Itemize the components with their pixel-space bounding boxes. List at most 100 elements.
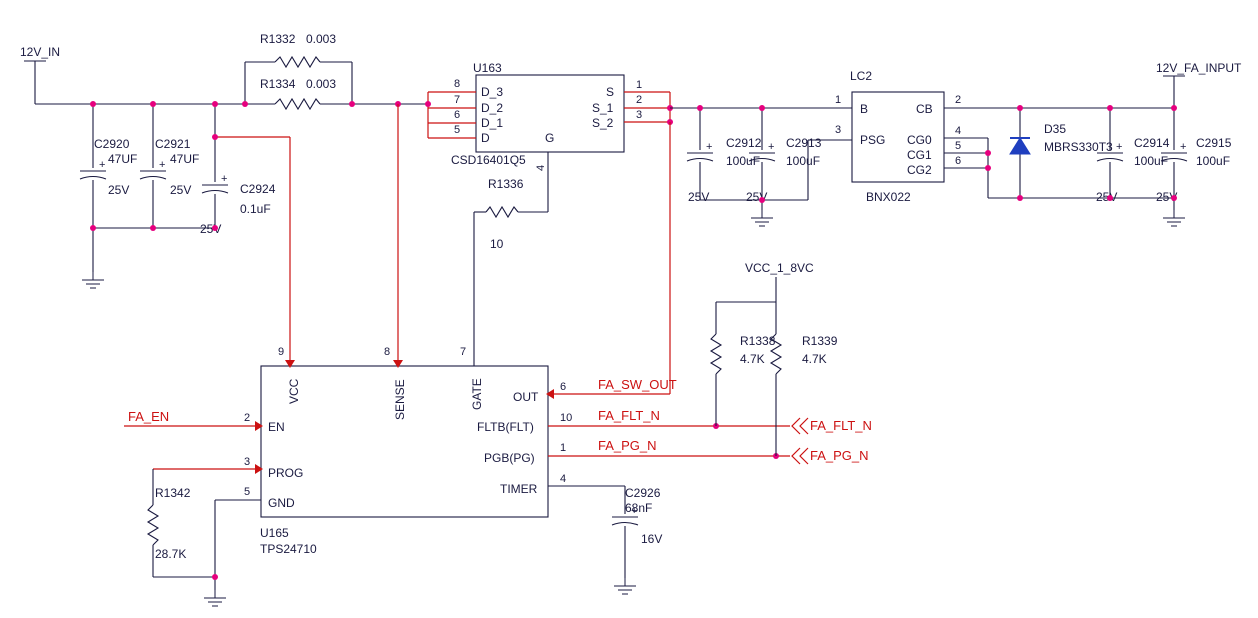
u163-pin5-num: 5: [454, 124, 460, 136]
u165-pin4-num: 4: [560, 473, 566, 485]
c2921-value: 47UF: [170, 152, 199, 166]
c2914-voltage: 25V: [1096, 190, 1117, 204]
c2913-value: 100uF: [786, 154, 820, 168]
u165-pin-en: EN: [268, 420, 285, 434]
u165-pin10-num: 10: [560, 412, 572, 424]
r1336-gate-resistor: R1336 10: [473, 152, 549, 366]
u165-ref: U165: [260, 526, 289, 540]
u165-pin9-num: 9: [278, 346, 284, 358]
lc2-filter: LC2 BNX022 1 3 B PSG 2 CB 4 CG0 5 CG1 6 …: [835, 69, 991, 204]
c2920-value: 47UF: [108, 152, 137, 166]
r1332-ref: R1332: [260, 32, 296, 46]
c2924-voltage: 25V: [200, 222, 221, 236]
port-fa-pg-n: FA_PG_N: [810, 448, 869, 463]
r1338-value: 4.7K: [740, 352, 765, 366]
c2915-voltage: 25V: [1156, 190, 1177, 204]
c2926-voltage: 16V: [641, 532, 662, 546]
c2926-timer-cap: C2926 68nF 16V: [611, 486, 662, 595]
lc2-pin-cb: CB: [916, 102, 933, 116]
u165-pin-pgb: PGB(PG): [484, 451, 535, 465]
lc2-pin2-num: 2: [955, 94, 961, 106]
r1332-value: 0.003: [306, 32, 336, 46]
lc2-pin-cg0: CG0: [907, 133, 932, 147]
u163-pin7-name: D_2: [481, 101, 503, 115]
lc2-pin1-num: 1: [835, 94, 841, 106]
u165-pin-fltb: FLTB(FLT): [477, 420, 534, 434]
pullup-resistors: VCC_1_8VC R1338 4.7K R1339 4.7K: [709, 261, 838, 456]
u163-gate-name: G: [545, 131, 554, 145]
u165-pin6-num: 6: [560, 381, 566, 393]
c2920-ref: C2920: [94, 137, 130, 151]
net-label-12v-in: 12V_IN: [20, 45, 60, 59]
u163-pin8-num: 8: [454, 78, 460, 90]
input-capacitors: C2920 47UF 25V C2921 47UF 25V C2924 0.1u…: [79, 101, 355, 289]
shunt-resistors: R1332 0.003 R1334 0.003: [244, 32, 428, 111]
c2921-ref: C2921: [155, 137, 191, 151]
net-label-fa-en: FA_EN: [128, 409, 169, 424]
u165-pin-vcc: VCC: [287, 378, 301, 404]
net-12v-in: 12V_IN: [20, 45, 245, 105]
u165-pin2-num: 2: [244, 412, 250, 424]
u163-pin6-num: 6: [454, 109, 460, 121]
d35-ref: D35: [1044, 122, 1066, 136]
u165-pin-sense: SENSE: [393, 379, 407, 420]
lc2-pin6-num: 6: [955, 155, 961, 167]
net-label-vcc-1-8vc: VCC_1_8VC: [745, 261, 814, 275]
u163-pin2-num: 2: [636, 94, 642, 106]
r1342-prog-resistor: R1342 28.7K: [146, 469, 227, 607]
lc2-pin-b: B: [860, 102, 868, 116]
net-label-fa-flt-n-wire: FA_FLT_N: [598, 408, 660, 423]
u163-pin1-num: 1: [636, 79, 642, 91]
lc2-pin-psg: PSG: [860, 133, 885, 147]
u165-pin-gnd: GND: [268, 496, 295, 510]
net-label-12v-fa-input: 12V_FA_INPUT: [1156, 61, 1242, 75]
u165-pin5-num: 5: [244, 486, 250, 498]
r1334-ref: R1334: [260, 77, 296, 91]
u163-part: CSD16401Q5: [451, 153, 526, 167]
u163-pin7-num: 7: [454, 94, 460, 106]
d35-part: MBRS330T3: [1044, 140, 1113, 154]
u163-mosfet: U163 CSD16401Q5 8 7 6 5 D_3 D_2 D_1 D 1 …: [395, 61, 673, 171]
c2921-voltage: 25V: [170, 183, 191, 197]
lc2-pin3-num: 3: [835, 124, 841, 136]
u163-pin8-name: D_3: [481, 85, 503, 99]
c2920-voltage: 25V: [108, 183, 129, 197]
u165-pin-out: OUT: [513, 390, 539, 404]
c2924-ref: C2924: [240, 182, 276, 196]
u163-pin3-name: S_2: [592, 116, 614, 130]
c2914-value: 100uF: [1134, 154, 1168, 168]
c2915-ref: C2915: [1196, 136, 1232, 150]
lc2-pin5-num: 5: [955, 140, 961, 152]
u165-pin7-num: 7: [460, 346, 466, 358]
u163-gate-num: 4: [535, 165, 547, 171]
u165-pin-gate: GATE: [470, 378, 484, 410]
c2912-ref: C2912: [726, 136, 762, 150]
u163-pin6-name: D_1: [481, 116, 503, 130]
net-label-fa-sw-out: FA_SW_OUT: [598, 377, 677, 392]
c2912-value: 100uF: [726, 154, 760, 168]
c2913-ref: C2913: [786, 136, 822, 150]
c2926-ref: C2926: [625, 486, 661, 500]
u163-ref: U163: [473, 61, 502, 75]
r1336-value: 10: [490, 237, 504, 251]
u163-pin5-name: D: [481, 131, 490, 145]
u163-pin1-name: S: [606, 85, 614, 99]
lc2-pin-cg2: CG2: [907, 163, 932, 177]
u165-pin-timer: TIMER: [500, 482, 538, 496]
u165-hot-swap-controller: U165 TPS24710 9 VCC 8 SENSE 7 GATE FA_EN…: [124, 104, 872, 556]
r1339-ref: R1339: [802, 334, 838, 348]
u163-pin2-name: S_1: [592, 101, 614, 115]
u165-pin3-num: 3: [244, 456, 250, 468]
r1338-ref: R1338: [740, 334, 776, 348]
c2915-value: 100uF: [1196, 154, 1230, 168]
u163-pin3-num: 3: [636, 109, 642, 121]
u165-pin1-num: 1: [560, 442, 566, 454]
lc2-pin4-num: 4: [955, 125, 961, 137]
c2912-voltage: 25V: [688, 190, 709, 204]
lc2-ref: LC2: [850, 69, 872, 83]
lc2-part: BNX022: [866, 190, 911, 204]
c2924-value: 0.1uF: [240, 202, 271, 216]
u165-pin-prog: PROG: [268, 466, 303, 480]
r1342-ref: R1342: [155, 486, 191, 500]
